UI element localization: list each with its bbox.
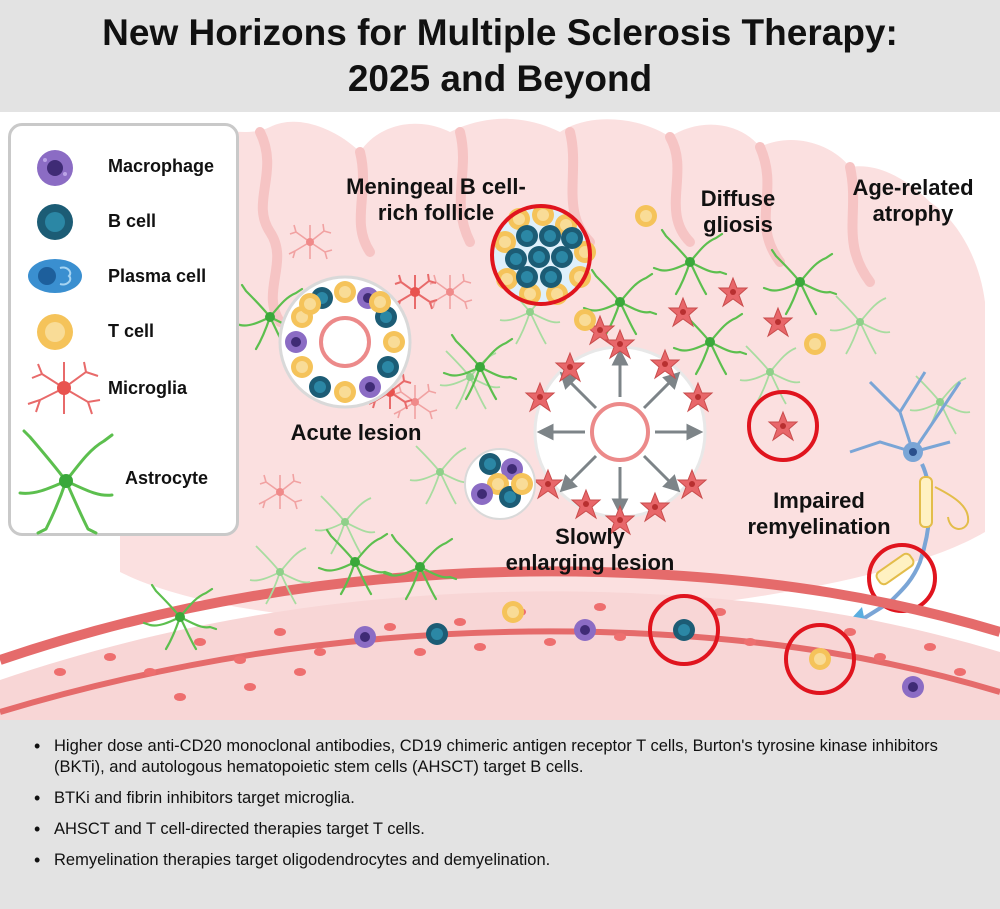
small-lesion [464,448,536,520]
label-meningeal-follicle: Meningeal B cell- rich follicle [346,174,526,225]
brain-scene-illustration [0,118,1000,720]
legend-label-b-cell: B cell [108,211,157,231]
legend-panel: Macrophage B cell Plasma cell T cell Mic… [8,123,239,536]
blood-vessel [0,566,1000,720]
legend-label-microglia: Microglia [108,378,188,398]
microglia-target-ring [747,390,819,462]
bullet-remyelination: Remyelination therapies target oligodend… [34,850,984,871]
title-line-1: New Horizons for Multiple Sclerosis Ther… [102,12,898,53]
therapy-summary-panel: Higher dose anti-CD20 monoclonal antibod… [0,720,1000,909]
label-impaired-remyelination: Impaired remyelination [747,488,891,539]
t-cell-icon [37,314,73,350]
label-diffuse-gliosis: Diffuse gliosis [700,186,776,237]
bullet-microglia: BTKi and fibrin inhibitors target microg… [34,788,984,809]
title-banner [0,0,1000,112]
label-acute-lesion: Acute lesion [290,420,422,445]
legend-label-macrophage: Macrophage [108,156,215,176]
page-title: New Horizons for Multiple Sclerosis Ther… [0,10,1000,102]
t-cell-target-ring [784,623,856,695]
legend-label-plasma-cell: Plasma cell [108,266,207,286]
legend-label-t-cell: T cell [108,321,155,341]
therapy-bullet-list: Higher dose anti-CD20 monoclonal antibod… [34,736,984,881]
b-cell-target-ring [648,594,720,666]
astrocyte-icon [18,429,114,535]
label-age-related-atrophy: Age-related atrophy [852,175,974,226]
bullet-b-cells: Higher dose anti-CD20 monoclonal antibod… [34,736,984,778]
meningeal-follicle [490,204,596,306]
slowly-enlarging-lesion [525,329,713,535]
plasma-cell-icon [28,259,82,293]
acute-lesion [278,275,412,409]
neuron [849,371,970,627]
label-slowly-enlarging-lesion: Slowly enlarging lesion [505,524,675,575]
b-cell-icon [37,204,73,240]
legend-label-astrocyte: Astrocyte [125,468,209,488]
microglia-icon [27,361,101,415]
title-line-2: 2025 and Beyond [347,58,653,99]
bullet-t-cells: AHSCT and T cell-directed therapies targ… [34,819,984,840]
macrophage-icon [37,150,73,186]
